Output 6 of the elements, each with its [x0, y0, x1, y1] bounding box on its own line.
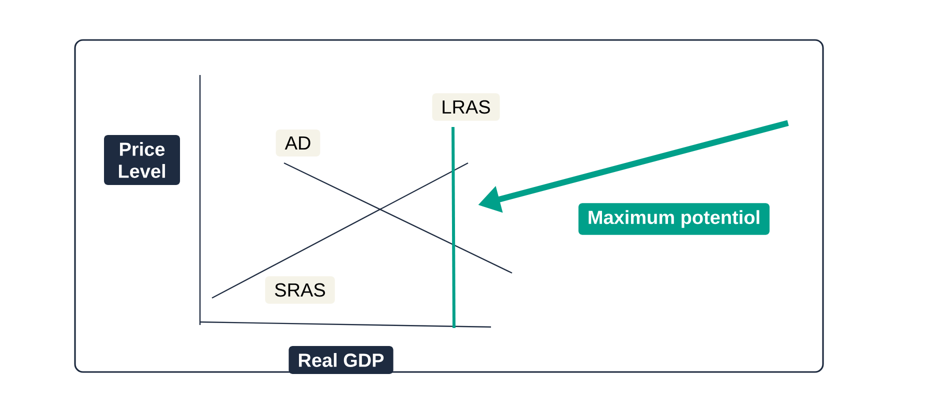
axis-label: Real GDP: [288, 346, 394, 374]
curve-label: AD: [276, 129, 320, 157]
axis-label: Price Level: [104, 135, 180, 185]
callout-label: Maximum potentiol: [578, 203, 770, 235]
curve-label: SRAS: [265, 276, 335, 304]
curve-label: LRAS: [432, 93, 500, 121]
